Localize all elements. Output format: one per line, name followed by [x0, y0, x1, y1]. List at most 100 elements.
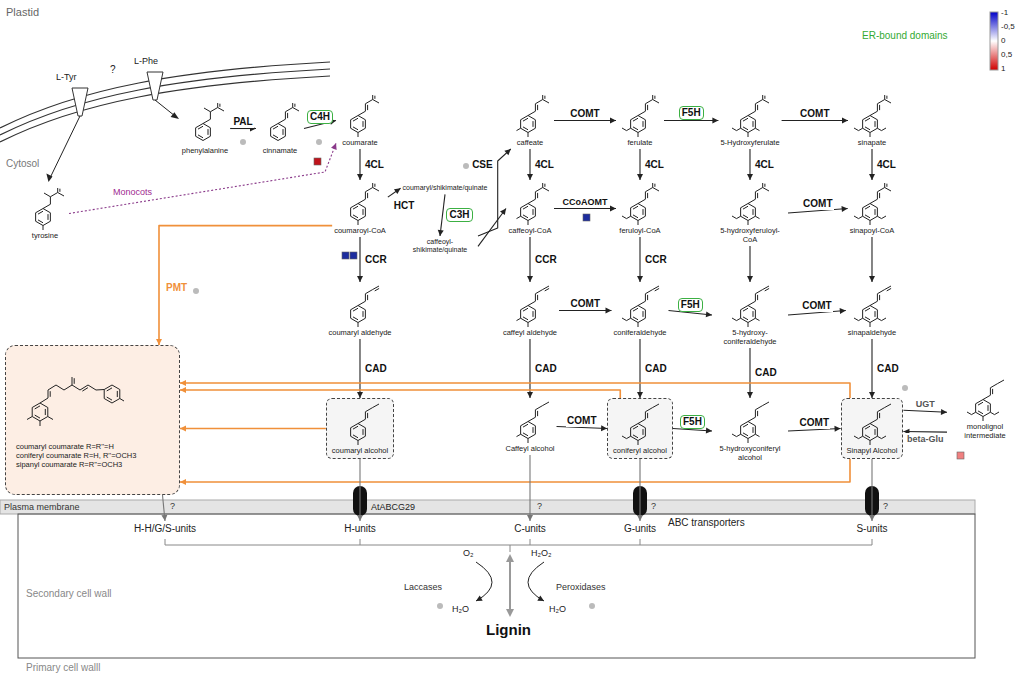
enzyme-label: 4CL [364, 159, 385, 171]
bond [743, 215, 748, 218]
text-label: ? [110, 64, 116, 76]
bond [523, 317, 528, 320]
connector-line [559, 310, 611, 311]
bond [521, 306, 536, 323]
bond [653, 404, 659, 408]
arrowhead [840, 308, 846, 314]
bond [741, 204, 756, 221]
enzyme-label: F5H [678, 298, 703, 312]
bond [732, 318, 741, 321]
arrowhead [747, 276, 753, 282]
text-label: Secondary cell wall [26, 588, 112, 600]
bond [294, 104, 295, 107]
arrowhead [161, 515, 167, 521]
bond [983, 417, 984, 422]
compound-node: tyrosine [21, 185, 69, 242]
bond [753, 427, 754, 433]
connector-line [159, 226, 332, 345]
connector-line [180, 459, 850, 482]
compound-name: 5-hydroxy- coniferaldehyde [714, 328, 786, 346]
bond [362, 311, 363, 317]
cell-wall-frame [18, 514, 975, 658]
bond [198, 135, 203, 138]
structure-drawing [338, 182, 382, 226]
bond [120, 399, 124, 402]
compound-node: coniferyl alcohol [607, 398, 673, 459]
arrowhead [171, 112, 179, 119]
compound-node: caffeyl aldehyde [501, 282, 559, 339]
compound-name: 5-Hydroxyferulate [720, 138, 779, 147]
connector-line [871, 459, 872, 521]
bond [40, 421, 41, 426]
enzyme-label: C4H [307, 110, 333, 124]
enzyme-label: COMT [801, 300, 832, 312]
lignin-unit: C-units [512, 521, 548, 537]
bond [358, 133, 359, 138]
enzyme-label: C3H [446, 208, 472, 222]
bond [374, 96, 375, 99]
enzyme-label: UGT [915, 398, 936, 410]
reaction-curve [528, 562, 544, 601]
bond [528, 406, 543, 422]
lignin-unit: S-units [854, 521, 889, 537]
bond [353, 206, 358, 209]
bond [517, 128, 521, 130]
bond [107, 388, 112, 391]
bond [854, 216, 863, 219]
bond [988, 405, 989, 411]
bond [633, 317, 638, 320]
arrowhead [357, 276, 363, 282]
enzyme-label: COMT [802, 198, 833, 210]
bond [523, 206, 528, 209]
connector-line [359, 459, 360, 521]
enzyme-label: CAD [534, 363, 558, 375]
bond [363, 209, 364, 215]
structure-drawing [728, 284, 772, 328]
compound-name: Sinapyl Alcohol [847, 446, 898, 455]
compound-node: coniferaldehyde [612, 282, 669, 339]
bond [743, 118, 748, 121]
text-label: 0 [1001, 36, 1005, 46]
compound-name: ferulate [618, 138, 662, 147]
compound-name: caffeate [508, 138, 552, 147]
text-label: H₂O₂ [531, 548, 552, 559]
compound-name: sinapoyl-CoA [850, 226, 895, 235]
arrowhead [46, 174, 52, 182]
expression-square [350, 252, 357, 259]
bond [218, 108, 224, 112]
bond [638, 133, 639, 138]
bond [622, 318, 631, 321]
compound-node: phenylalanine [180, 100, 230, 157]
bond [870, 290, 885, 306]
bond [358, 408, 373, 424]
connector-line [529, 455, 530, 521]
bond [367, 295, 368, 300]
text-label: Plasma membrane [4, 502, 80, 513]
enzyme-label: CCR [644, 254, 668, 266]
bond [887, 288, 891, 290]
bond [741, 116, 756, 133]
bond [633, 206, 638, 209]
bond [367, 105, 368, 110]
enzyme-label: 4CL [876, 159, 897, 171]
bond [517, 216, 521, 218]
compound-name: coumaryl/shikimate/quinate [403, 184, 488, 192]
bond [372, 183, 373, 188]
bond [875, 311, 876, 317]
bond [638, 221, 639, 226]
bond [374, 184, 375, 187]
bond [885, 188, 891, 192]
bond [367, 413, 368, 418]
bond [273, 135, 278, 138]
text-label: H₂O [452, 604, 469, 615]
bond [884, 95, 885, 100]
bond [976, 400, 991, 417]
bond [58, 193, 64, 197]
structure-drawing [338, 402, 382, 446]
bond [351, 204, 366, 221]
grey-dot [589, 603, 595, 609]
compound-name: coniferaldehyde [614, 328, 667, 337]
bond [870, 323, 871, 328]
text-label: -0,5 [1001, 22, 1015, 32]
